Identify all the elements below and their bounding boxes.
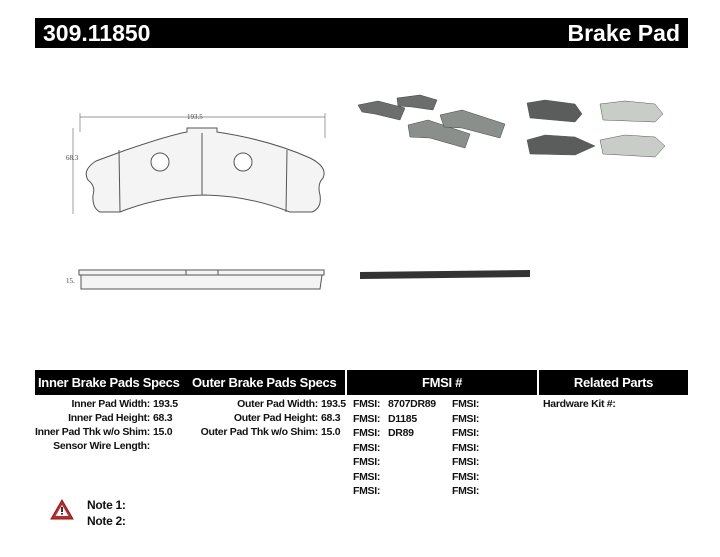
width-dimension: 193.5 [187,113,203,121]
inner-pad-height-value: 68.3 [153,412,173,424]
part-number: 309.11850 [43,20,151,46]
fmsi-value: D1185 [388,412,417,425]
pad-photos-flat [526,99,666,158]
fmsi-label: FMSI: [353,456,381,468]
inner-specs-header: Inner Brake Pads Specs [38,375,180,390]
fmsi-label: FMSI: [353,485,381,497]
inner-pad-height-label: Inner Pad Height: [68,412,150,424]
specs-header: Inner Brake Pads Specs Outer Brake Pads … [35,370,345,395]
thickness-dimension: 15. [66,277,75,285]
note-2: Note 2: [87,514,126,528]
inner-pad-width-label: Inner Pad Width: [71,398,150,410]
title-bar: 309.11850 Brake Pad [35,18,688,48]
outer-pad-height-label: Outer Pad Height: [233,412,318,424]
pad-photo-side [360,270,530,279]
fmsi-label: FMSI: [353,412,381,425]
outer-pad-width-label: Outer Pad Width: [237,398,318,410]
pad-front-drawing [72,113,326,214]
product-type: Brake Pad [567,20,680,46]
fmsi-label: FMSI: [353,470,381,483]
outer-pad-height-value: 68.3 [321,412,341,424]
outer-specs-header: Outer Brake Pads Specs [192,375,337,390]
related-parts-header: Related Parts [539,370,688,395]
fmsi-label: FMSI: [452,412,480,425]
inner-pad-width-value: 193.5 [153,398,178,410]
outer-pad-thickness-value: 15.0 [321,426,341,438]
sensor-wire-length-label: Sensor Wire Length: [53,440,150,452]
fmsi-label: FMSI: [452,470,480,483]
outer-pad-thickness-label: Outer Pad Thk w/o Shim: [200,426,319,438]
fmsi-value: DR89 [388,427,414,439]
fmsi-label: FMSI: [353,427,381,439]
note-1: Note 1: [87,498,126,512]
fmsi-label: FMSI: [353,441,381,454]
fmsi-label: FMSI: [353,398,381,410]
fmsi-label: FMSI: [452,427,480,439]
height-dimension: 68.3 [66,154,79,162]
fmsi-label: FMSI: [452,456,480,468]
inner-pad-thickness-label: Inner Pad Thk w/o Shim: [34,426,150,438]
fmsi-label: FMSI: [452,485,480,497]
fmsi-value: 8707DR89 [388,398,436,410]
fmsi-label: FMSI: [452,441,480,454]
outer-pad-width-value: 193.5 [321,398,346,410]
fmsi-label: FMSI: [452,398,480,410]
pad-photos-angled [357,94,506,149]
inner-pad-thickness-value: 15.0 [153,426,173,438]
fmsi-header: FMSI # [347,370,537,395]
hardware-kit-label: Hardware Kit #: [543,398,616,410]
pad-side-drawing [78,269,325,290]
